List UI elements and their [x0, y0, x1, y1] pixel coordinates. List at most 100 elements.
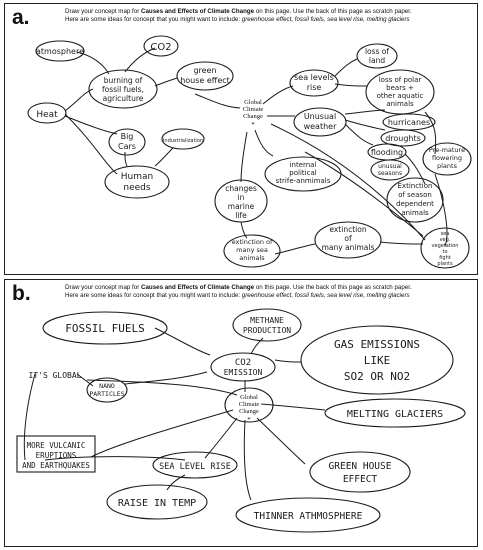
svg-text:plants: plants [437, 261, 453, 267]
svg-text:unusual: unusual [378, 163, 402, 170]
node-burning-fossil-fuels: burning of fossil fuels, agriculture [88, 69, 158, 109]
node-volcanic-eruptions: MORE VULCANIC ERUPTIONS AND EARTHQUAKES [16, 435, 96, 473]
svg-text:animals: animals [401, 209, 429, 217]
svg-text:life: life [235, 211, 247, 220]
svg-text:fossil fuels,: fossil fuels, [102, 85, 144, 94]
node-extinction-season-animals: Extinction of season dependent animals [386, 177, 444, 223]
svg-text:Climate: Climate [239, 401, 260, 408]
svg-text:sea: sea [441, 231, 450, 237]
svg-text:of season: of season [398, 191, 432, 199]
node-raise-in-temp: RAISE IN TEMP [106, 484, 208, 520]
panel-a-diagram: atmosphere CO2 burning of fossil fuels, … [27, 35, 472, 269]
svg-text:weather: weather [304, 122, 337, 131]
node-global-climate-change-a: Global Climate Change * [243, 99, 264, 129]
node-sea-vegetation: sea veg. vegetation to fight plants [420, 227, 470, 269]
svg-text:dependent: dependent [396, 200, 434, 208]
node-loss-of-polar-bears: loss of polar bears + other aquatic anim… [365, 69, 435, 115]
svg-text:Big: Big [121, 132, 134, 141]
svg-text:plants: plants [437, 162, 458, 170]
panel-b-instructions: Draw your concept map for Causes and Eff… [65, 284, 412, 299]
svg-text:extinction of: extinction of [232, 238, 273, 246]
node-loss-of-land: loss of land [356, 43, 398, 69]
svg-text:IT'S GLOBAL: IT'S GLOBAL [29, 371, 82, 380]
node-sea-levels-rise: sea levels rise [289, 69, 339, 97]
svg-text:EFFECT: EFFECT [343, 474, 378, 485]
svg-text:seasons: seasons [378, 170, 402, 177]
svg-text:strife-anmimals: strife-anmimals [276, 177, 331, 185]
svg-text:sea levels: sea levels [294, 73, 334, 82]
svg-text:PARTICLES: PARTICLES [89, 390, 124, 398]
svg-text:agriculture: agriculture [103, 94, 144, 103]
svg-text:animals: animals [386, 100, 414, 108]
node-extinction-sea-animals: extinction of many sea animals [223, 234, 281, 268]
svg-text:Climate: Climate [243, 106, 264, 113]
svg-text:Heat: Heat [36, 110, 58, 120]
svg-text:FOSSIL FUELS: FOSSIL FUELS [65, 322, 144, 335]
svg-text:veg.: veg. [440, 237, 451, 243]
svg-text:Pre-mature: Pre-mature [429, 146, 465, 154]
svg-text:many animals: many animals [322, 243, 375, 252]
panel-b-diagram: FOSSIL FUELS METHANE PRODUCTION CO2 EMIS… [16, 308, 466, 533]
svg-text:PRODUCTION: PRODUCTION [243, 326, 291, 335]
svg-text:GAS EMISSIONS: GAS EMISSIONS [334, 338, 420, 351]
svg-text:Global: Global [240, 394, 258, 401]
svg-text:marine: marine [228, 202, 255, 211]
node-co2: CO2 [143, 35, 179, 57]
svg-text:AND EARTHQUAKES: AND EARTHQUAKES [22, 461, 90, 470]
svg-text:vegetation: vegetation [432, 243, 459, 249]
svg-text:in: in [238, 193, 245, 202]
node-gas-emissions: GAS EMISSIONS LIKE SO2 OR NO2 [300, 325, 454, 395]
panel-a-instructions: Draw your concept map for Causes and Eff… [65, 8, 412, 23]
svg-text:ERUPTIONS: ERUPTIONS [36, 451, 77, 460]
svg-text:EMISSION: EMISSION [224, 368, 263, 377]
node-flooding: flooding [367, 143, 407, 161]
svg-text:Cars: Cars [118, 142, 136, 151]
svg-text:of: of [344, 234, 352, 243]
node-internal-political-strife: internal political strife-anmimals [264, 156, 342, 192]
svg-text:extinction: extinction [329, 225, 366, 234]
svg-text:Human: Human [121, 172, 153, 182]
svg-text:CO2: CO2 [150, 42, 171, 53]
svg-text:*: * [251, 121, 255, 129]
svg-text:burning of: burning of [104, 76, 143, 85]
node-heat: Heat [27, 102, 67, 124]
svg-text:Change: Change [239, 408, 259, 415]
svg-text:THINNER ATHMOSPHERE: THINNER ATHMOSPHERE [254, 511, 363, 522]
svg-text:MELTING GLACIERS: MELTING GLACIERS [347, 409, 443, 420]
node-nano-particles: NANO PARTICLES [86, 377, 128, 403]
svg-text:Extinction: Extinction [398, 182, 433, 190]
svg-text:GREEN HOUSE: GREEN HOUSE [329, 461, 392, 472]
svg-text:Change: Change [243, 113, 263, 120]
svg-text:many sea: many sea [236, 246, 268, 254]
svg-text:land: land [369, 56, 385, 65]
node-thinner-atmosphere: THINNER ATHMOSPHERE [235, 497, 381, 533]
node-hurricanes: hurricanes [382, 113, 436, 131]
node-sea-level-rise: SEA LEVEL RISE [152, 451, 238, 479]
svg-text:needs: needs [123, 183, 150, 193]
node-co2-emission: CO2 EMISSION [210, 352, 276, 382]
svg-text:METHANE: METHANE [250, 316, 284, 325]
node-methane-production: METHANE PRODUCTION [232, 308, 302, 342]
svg-text:fight: fight [439, 255, 450, 261]
svg-text:to: to [442, 249, 447, 255]
svg-text:bears +: bears + [386, 84, 414, 92]
node-unusual-weather: Unusual weather [293, 107, 347, 137]
node-premature-flowering: Pre-mature flowering plants [422, 142, 472, 176]
svg-text:changes: changes [225, 184, 257, 193]
node-big-cars: Big Cars [108, 128, 146, 156]
svg-text:other aquatic: other aquatic [377, 92, 424, 100]
svg-text:Global: Global [244, 99, 262, 106]
svg-text:SEA LEVEL RISE: SEA LEVEL RISE [159, 462, 231, 472]
svg-text:internal: internal [290, 161, 317, 169]
svg-text:rise: rise [307, 83, 322, 92]
svg-text:NANO: NANO [99, 382, 115, 390]
node-industrialization: Industrialization [161, 128, 205, 150]
svg-text:SO2 OR NO2: SO2 OR NO2 [344, 370, 410, 383]
svg-text:LIKE: LIKE [364, 354, 391, 367]
svg-text:animals: animals [239, 254, 265, 262]
node-greenhouse-effect-b: GREEN HOUSE EFFECT [309, 451, 411, 493]
node-changes-in-marine-life: changes in marine life [214, 179, 268, 223]
svg-text:loss of: loss of [365, 47, 389, 56]
node-extinction-many-animals: extinction of many animals [314, 221, 382, 259]
svg-text:green: green [193, 66, 216, 75]
